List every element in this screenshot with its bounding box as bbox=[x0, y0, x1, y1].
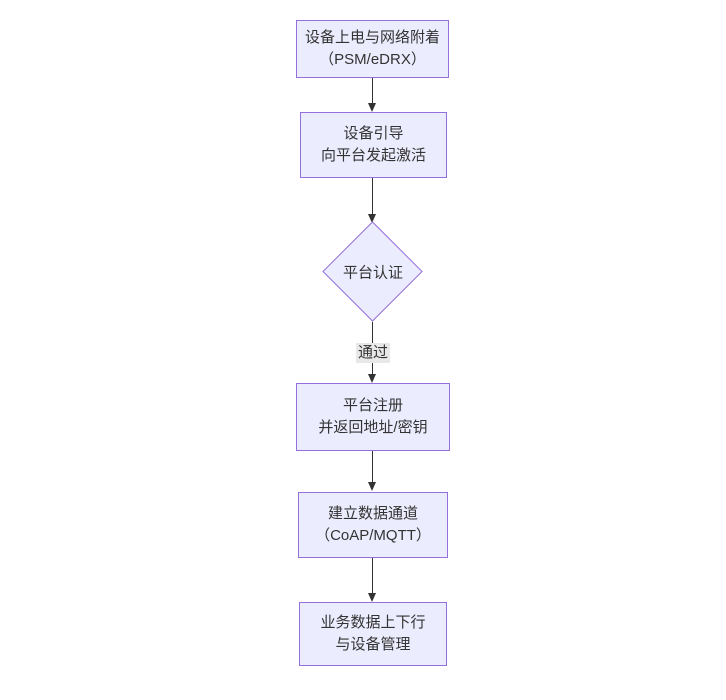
node-label-line: 建立数据通道 bbox=[327, 505, 418, 522]
edge-label-pass: 通过 bbox=[355, 343, 391, 363]
arrow-down-icon bbox=[368, 103, 376, 112]
flow-node-data-channel: 建立数据通道 （CoAP/MQTT） bbox=[298, 492, 448, 558]
flow-node-business-data: 业务数据上下行 与设备管理 bbox=[299, 602, 447, 666]
node-label-line: 与设备管理 bbox=[335, 636, 411, 653]
node-label-line: 向平台发起激活 bbox=[320, 147, 426, 164]
node-label-line: 并返回地址/密钥 bbox=[318, 419, 428, 436]
flow-arrow-line bbox=[372, 78, 374, 103]
flow-node-bootstrap: 设备引导 向平台发起激活 bbox=[300, 112, 447, 178]
flow-node-register: 平台注册 并返回地址/密钥 bbox=[296, 383, 450, 451]
flow-arrow-line bbox=[372, 178, 374, 214]
node-label-line: 平台注册 bbox=[342, 397, 403, 414]
node-label-line: （PSM/eDRX） bbox=[319, 51, 426, 68]
arrow-down-icon bbox=[368, 593, 376, 602]
arrow-down-icon bbox=[368, 482, 376, 491]
flow-node-power-attach: 设备上电与网络附着 （PSM/eDRX） bbox=[296, 20, 449, 78]
node-label-line: 设备上电与网络附着 bbox=[304, 29, 440, 46]
node-label-line: 设备引导 bbox=[343, 125, 404, 142]
node-label-line: （CoAP/MQTT） bbox=[315, 527, 431, 544]
node-label-line: 平台认证 bbox=[342, 264, 404, 282]
node-label-line: 业务数据上下行 bbox=[320, 614, 426, 631]
flow-arrow-line bbox=[372, 558, 374, 593]
arrow-down-icon bbox=[368, 214, 376, 223]
arrow-down-icon bbox=[368, 374, 376, 383]
flow-arrow-line bbox=[372, 451, 374, 482]
